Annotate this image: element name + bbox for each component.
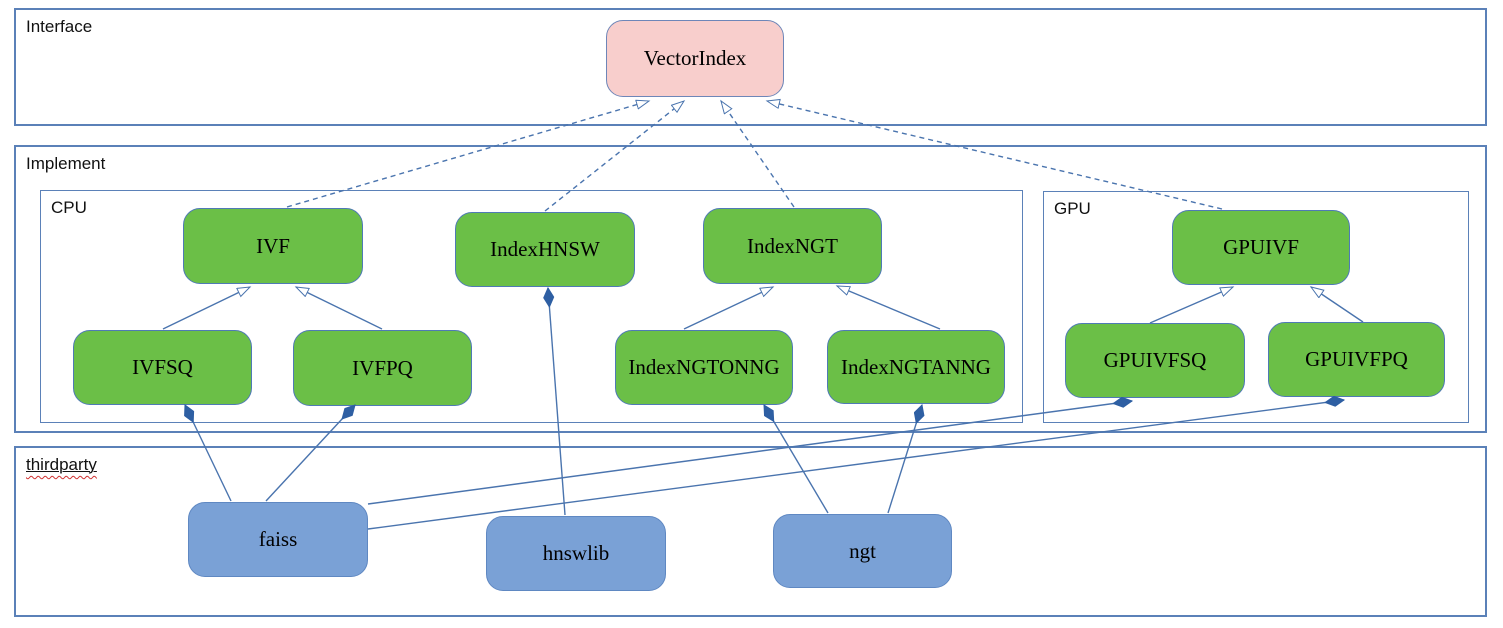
node-gpuivfsq: GPUIVFSQ xyxy=(1065,323,1245,398)
node-gpuivfpq: GPUIVFPQ xyxy=(1268,322,1445,397)
node-ngt: ngt xyxy=(773,514,952,588)
node-indexhnsw-label: IndexHNSW xyxy=(490,237,600,261)
node-gpuivf-label: GPUIVF xyxy=(1223,235,1299,259)
node-ivfsq-label: IVFSQ xyxy=(132,355,193,379)
node-hnswlib: hnswlib xyxy=(486,516,666,591)
node-ivfpq-label: IVFPQ xyxy=(352,355,413,380)
node-indexngt-label: IndexNGT xyxy=(747,233,838,258)
node-ivfsq: IVFSQ xyxy=(73,330,252,405)
node-indexngtonng-label: IndexNGTONNG xyxy=(628,355,780,379)
node-ivfpq: IVFPQ xyxy=(293,330,472,406)
container-implement-label: Implement xyxy=(26,154,106,173)
container-gpu-label: GPU xyxy=(1054,199,1091,218)
node-ivf-label: IVF xyxy=(256,233,290,258)
node-indexngt: IndexNGT xyxy=(703,208,882,284)
node-indexngtanng: IndexNGTANNG xyxy=(827,330,1005,404)
container-interface-label: Interface xyxy=(26,17,93,36)
container-cpu-label: CPU xyxy=(51,198,87,217)
node-ivf: IVF xyxy=(183,208,363,284)
container-thirdparty-label: thirdparty xyxy=(26,455,97,475)
node-indexngtonng: IndexNGTONNG xyxy=(615,330,793,405)
container-thirdparty-label-text: thirdparty xyxy=(26,455,97,474)
node-indexhnsw: IndexHNSW xyxy=(455,212,635,287)
node-gpuivfsq-label: GPUIVFSQ xyxy=(1103,348,1207,372)
node-gpuivf: GPUIVF xyxy=(1172,210,1350,285)
node-gpuivfpq-label: GPUIVFPQ xyxy=(1305,347,1408,371)
node-faiss-label: faiss xyxy=(258,527,298,551)
node-hnswlib-label: hnswlib xyxy=(542,541,610,565)
node-vectorindex: VectorIndex xyxy=(606,20,784,97)
node-faiss: faiss xyxy=(188,502,368,577)
node-indexngtanng-label: IndexNGTANNG xyxy=(841,354,991,379)
node-vectorindex-label: VectorIndex xyxy=(643,46,747,70)
node-ngt-label: ngt xyxy=(849,538,876,563)
